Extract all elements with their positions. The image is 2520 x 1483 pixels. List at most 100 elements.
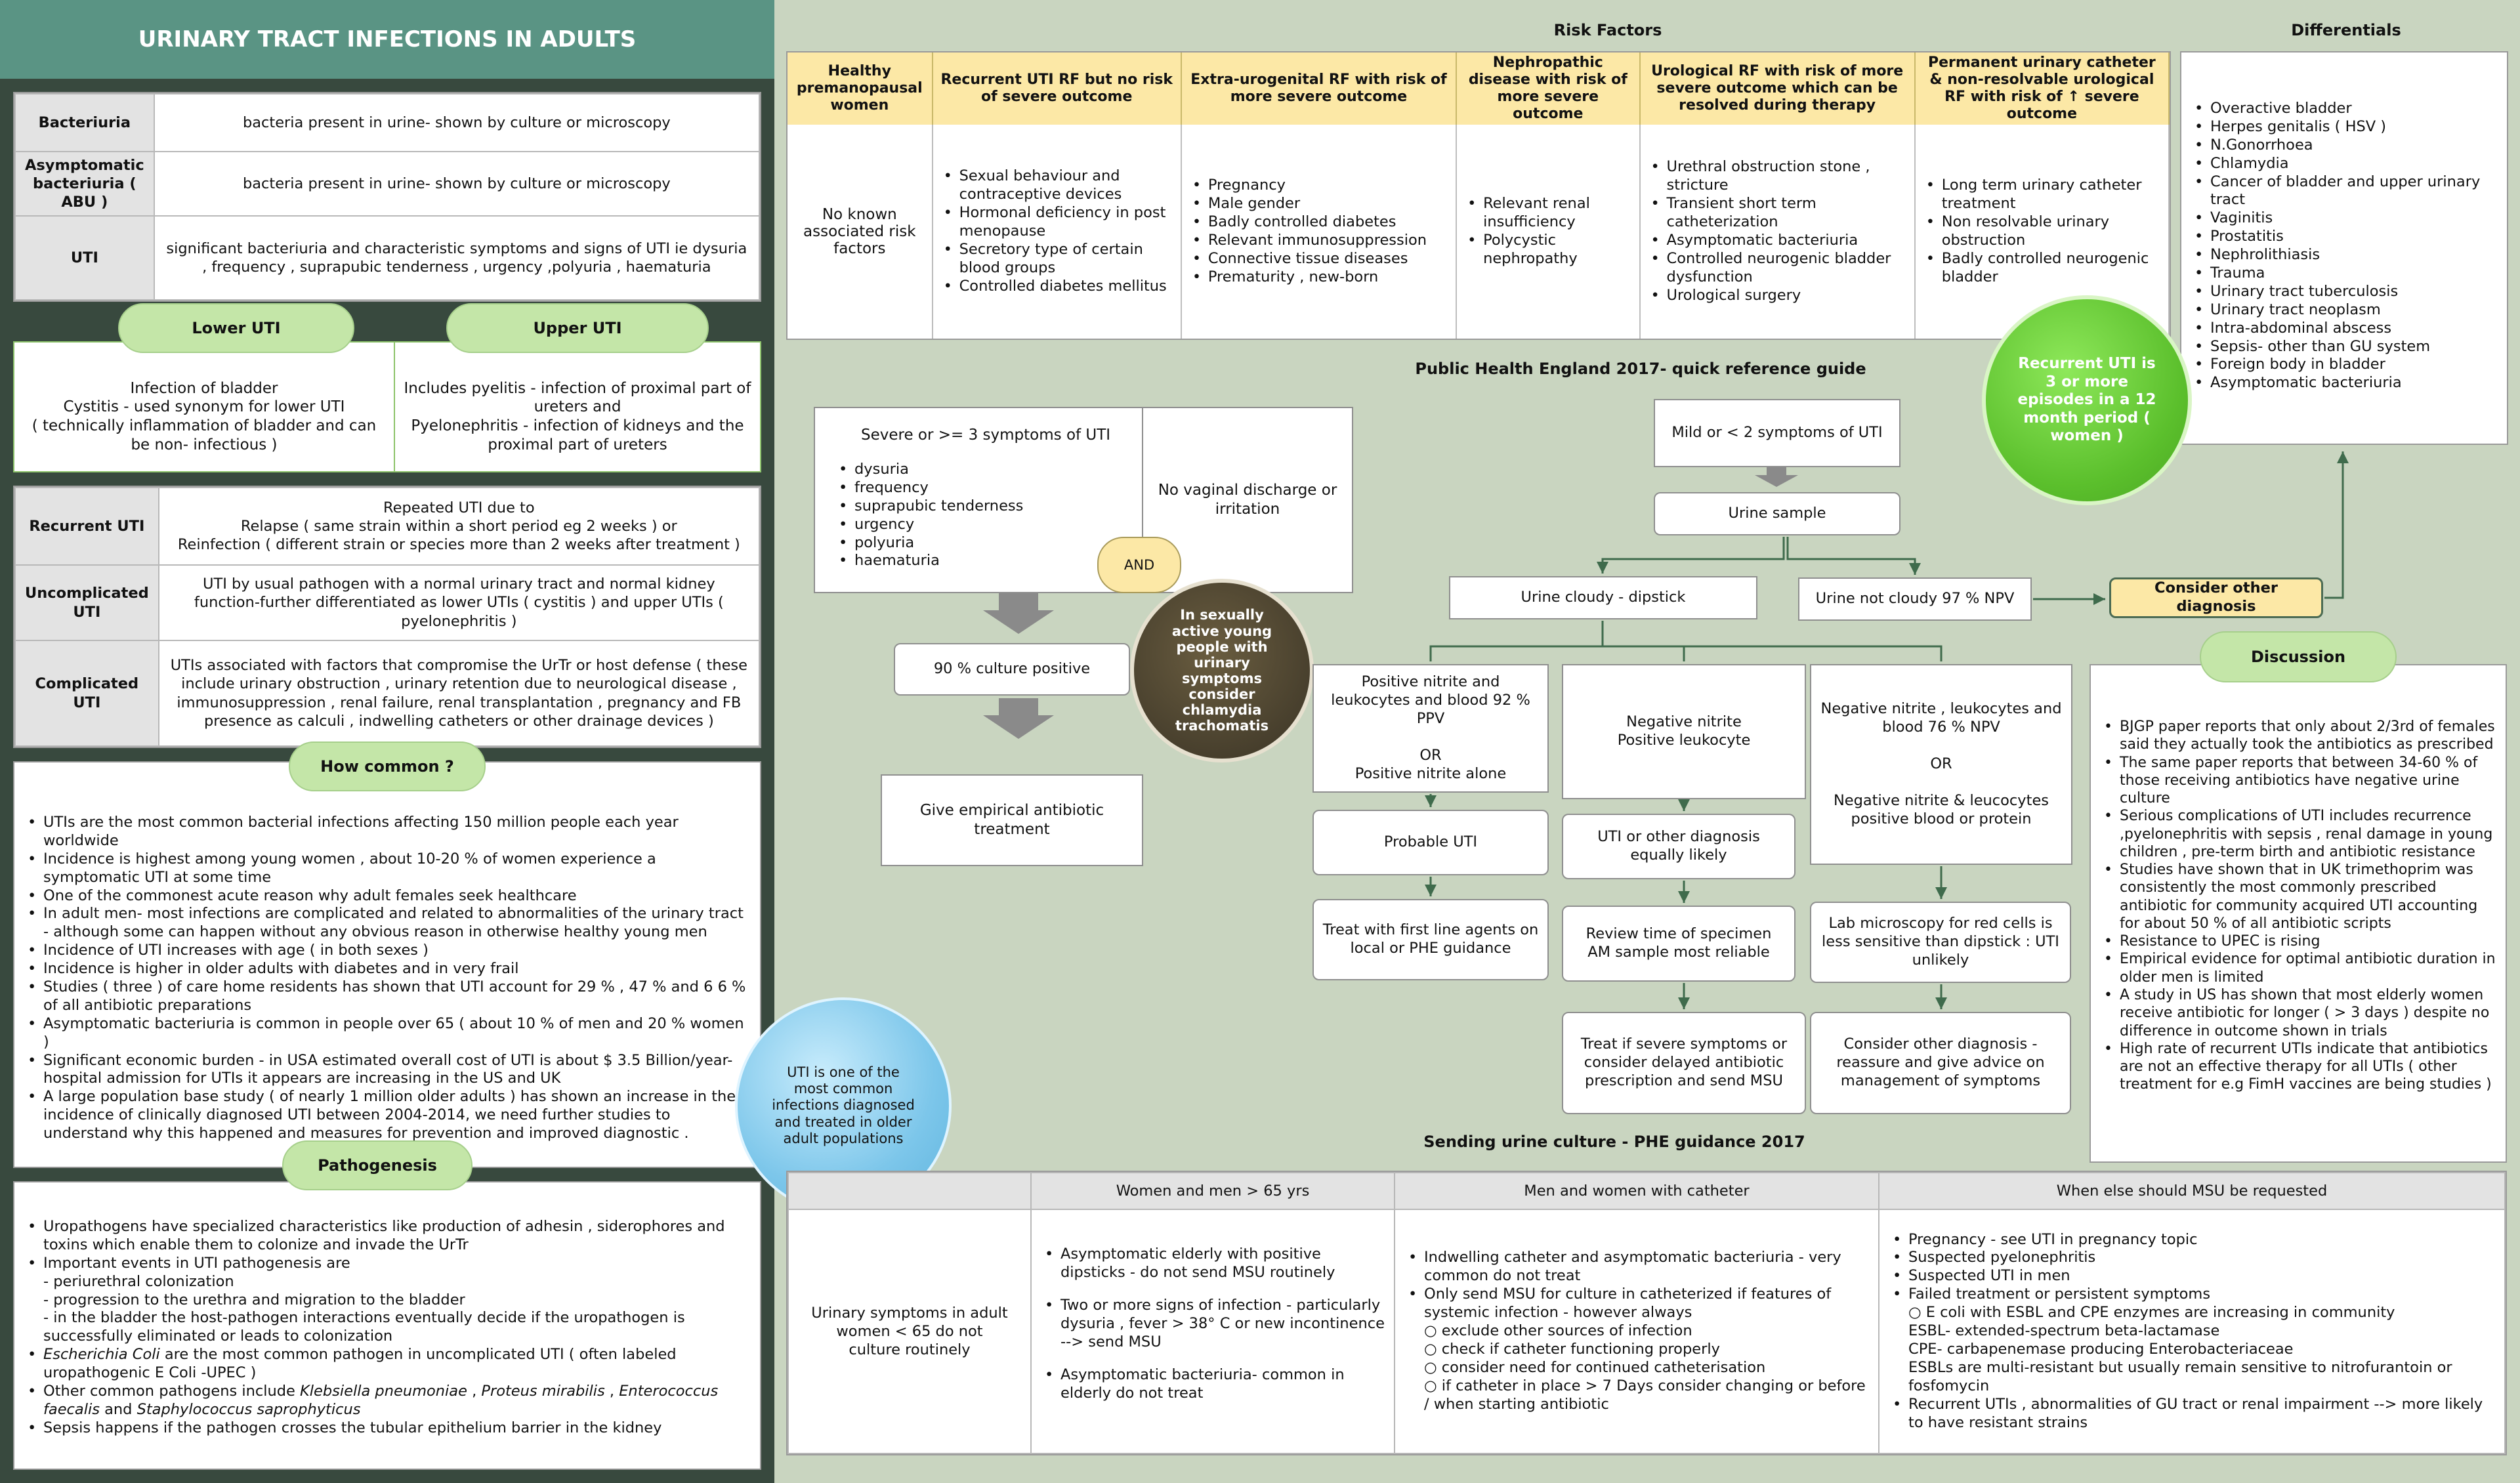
risk-factor-item: Pregnancy bbox=[1188, 177, 1427, 195]
sending-header: When else should MSU be requested bbox=[1878, 1172, 2506, 1210]
severe-symptom-item: suprapubic tenderness bbox=[835, 497, 1122, 516]
consider-reassure-box: Consider other diagnosis - reassure and … bbox=[1810, 1012, 2071, 1114]
sending-col2-list: Asymptomatic elderly with positive dipst… bbox=[1041, 1245, 1385, 1402]
urine-sample-box: Urine sample bbox=[1654, 492, 1900, 535]
col3-sub-item: ○ consider need for continued catheteris… bbox=[1424, 1358, 1766, 1376]
col4-sub-item: ESBL- extended-spectrum beta-lactamase bbox=[1908, 1322, 2220, 1340]
pathogenesis-text: Other common pathogens include bbox=[43, 1383, 301, 1400]
risk-factor-item: Prematurity , new-born bbox=[1188, 268, 1427, 287]
pathogenesis-item: Important events in UTI pathogenesis are… bbox=[24, 1255, 751, 1346]
col2-item: Asymptomatic bacteriuria- common in elde… bbox=[1041, 1366, 1385, 1403]
how-common-item: One of the commonest acute reason why ad… bbox=[24, 887, 751, 906]
risk-factor-item: Sexual behaviour and contraceptive devic… bbox=[940, 167, 1174, 204]
pathogenesis-list: Uropathogens have specialized characteri… bbox=[24, 1218, 751, 1438]
risk-factor-item: Relevant immunosuppression bbox=[1188, 232, 1427, 250]
probable-uti-box: Probable UTI bbox=[1312, 810, 1549, 875]
risk-factor-list: PregnancyMale genderBadly controlled dia… bbox=[1188, 177, 1427, 286]
risk-factor-cell: Sexual behaviour and contraceptive devic… bbox=[933, 125, 1182, 339]
def2-text: UTI by usual pathogen with a normal urin… bbox=[158, 564, 761, 641]
sending-col3: Indwelling catheter and asymptomatic bac… bbox=[1394, 1209, 1880, 1454]
severe-symptoms: Severe or >= 3 symptoms of UTI dysuriafr… bbox=[815, 408, 1143, 592]
sending-col3-list: Indwelling catheter and asymptomatic bac… bbox=[1404, 1249, 1869, 1322]
differential-item: Vaginitis bbox=[2191, 209, 2498, 228]
def-text: significant bacteriuria and characterist… bbox=[153, 215, 761, 301]
risk-factor-list: Long term urinary catheter treatmentNon … bbox=[1922, 177, 2162, 286]
green-info-circle: Recurrent UTI is 3 or more episodes in a… bbox=[1982, 295, 2192, 505]
def-text: bacteria present in urine- shown by cult… bbox=[153, 93, 761, 152]
discussion-item: Studies have shown that in UK trimethopr… bbox=[2100, 861, 2496, 932]
risk-factor-header: Extra-urogenital RF with risk of more se… bbox=[1181, 52, 1458, 125]
risk-factor-item: Non resolvable urinary obstruction bbox=[1922, 213, 2162, 250]
col3-sub-item: ○ if catheter in place > 7 Days consider… bbox=[1424, 1377, 1866, 1413]
col4-item: Pregnancy - see UTI in pregnancy topic bbox=[1889, 1231, 2495, 1249]
severe-symptom-item: dysuria bbox=[835, 461, 1122, 479]
differential-item: Chlamydia bbox=[2191, 155, 2498, 173]
differential-item: Asymptomatic bacteriuria bbox=[2191, 374, 2498, 392]
discussion-item: High rate of recurrent UTIs indicate tha… bbox=[2100, 1040, 2496, 1094]
pathogenesis-sub: - in the bladder the host-pathogen inter… bbox=[43, 1309, 685, 1345]
risk-factor-item: Urological surgery bbox=[1647, 287, 1908, 305]
risk-factor-header: Healthy premanopausal women bbox=[788, 52, 933, 125]
upper-uti-text: Includes pyelitis - infection of proxima… bbox=[404, 379, 751, 453]
pathogenesis-sub: - progression to the urethra and migrati… bbox=[43, 1291, 465, 1308]
urine-not-cloudy-box: Urine not cloudy 97 % NPV bbox=[1798, 577, 2032, 621]
species-name: Escherichia Coli bbox=[43, 1346, 160, 1364]
risk-factor-item: Badly controlled neurogenic bladder bbox=[1922, 250, 2162, 287]
discussion-box: BJGP paper reports that only about 2/3rd… bbox=[2090, 664, 2507, 1163]
col4-sub-item: ○ E coli with ESBL and CPE enzymes are i… bbox=[1908, 1304, 2395, 1322]
mild-box: Mild or < 2 symptoms of UTI bbox=[1654, 399, 1900, 467]
species-name: Proteus mirabilis bbox=[481, 1383, 605, 1400]
discussion-list: BJGP paper reports that only about 2/3rd… bbox=[2100, 718, 2496, 1094]
differentials-list: Overactive bladderHerpes genitalis ( HSV… bbox=[2191, 100, 2498, 392]
risk-factor-cell: PregnancyMale genderBadly controlled dia… bbox=[1182, 125, 1458, 339]
differential-item: Urinary tract tuberculosis bbox=[2191, 283, 2498, 301]
def-term: UTI bbox=[14, 215, 155, 301]
risk-factor-cell: No known associated risk factors bbox=[788, 125, 933, 339]
phe-title: Public Health England 2017- quick refere… bbox=[1415, 360, 1866, 378]
col4-item: Recurrent UTIs , abnormalities of GU tra… bbox=[1889, 1396, 2495, 1432]
differential-item: Urinary tract neoplasm bbox=[2191, 301, 2498, 320]
risk-factor-header: Permanent urinary catheter & non-resolva… bbox=[1915, 52, 2170, 125]
lower-upper-box: Infection of bladder Cystitis - used syn… bbox=[13, 341, 761, 472]
risk-factor-list: Sexual behaviour and contraceptive devic… bbox=[940, 167, 1174, 295]
pathogenesis-item: Uropathogens have specialized characteri… bbox=[24, 1218, 751, 1255]
pathogenesis-text: are the most common pathogen in uncompli… bbox=[43, 1346, 677, 1382]
treat-severe-box: Treat if severe symptoms or consider del… bbox=[1562, 1012, 1806, 1114]
lower-uti-pill: Lower UTI bbox=[118, 303, 354, 353]
def2-term: Uncomplicated UTI bbox=[14, 564, 159, 641]
col3-item: Indwelling catheter and asymptomatic bac… bbox=[1404, 1249, 1869, 1285]
def2-text: UTIs associated with factors that compro… bbox=[158, 640, 761, 747]
risk-factor-cell: Relevant renal insufficiencyPolycystic n… bbox=[1457, 125, 1641, 339]
risk-factor-item: Relevant renal insufficiency bbox=[1463, 195, 1632, 232]
differential-item: Cancer of bladder and upper urinary trac… bbox=[2191, 173, 2498, 210]
negative-nitrite-box: Negative nitrite Positive leukocyte bbox=[1562, 664, 1806, 799]
severe-title: Severe or >= 3 symptoms of UTI bbox=[861, 427, 1111, 444]
risk-factor-item: Controlled diabetes mellitus bbox=[940, 278, 1174, 296]
how-common-item: Incidence of UTI increases with age ( in… bbox=[24, 942, 751, 960]
sending-col4-last: Recurrent UTIs , abnormalities of GU tra… bbox=[1889, 1396, 2495, 1432]
equally-likely-box: UTI or other diagnosis equally likely bbox=[1562, 814, 1796, 879]
pathogenesis-box: Uropathogens have specialized characteri… bbox=[13, 1181, 761, 1470]
differential-item: Overactive bladder bbox=[2191, 100, 2498, 118]
page-title: URINARY TRACT INFECTIONS IN ADULTS bbox=[0, 0, 774, 79]
differential-item: Prostatitis bbox=[2191, 228, 2498, 246]
discussion-item: BJGP paper reports that only about 2/3rd… bbox=[2100, 718, 2496, 754]
species-name: Klebsiella pneumoniae bbox=[300, 1383, 467, 1400]
risk-factor-item: Badly controlled diabetes bbox=[1188, 213, 1427, 232]
risk-factor-list: Urethral obstruction stone , strictureTr… bbox=[1647, 158, 1908, 304]
sending-col3-sub: ○ exclude other sources of infection○ ch… bbox=[1404, 1322, 1869, 1413]
sending-header: Men and women with catheter bbox=[1394, 1172, 1880, 1210]
pathogenesis-item: Escherichia Coli are the most common pat… bbox=[24, 1346, 751, 1383]
col2-item: Asymptomatic elderly with positive dipst… bbox=[1041, 1245, 1385, 1282]
sending-col4-sub: ○ E coli with ESBL and CPE enzymes are i… bbox=[1889, 1304, 2495, 1395]
risk-factor-item: Male gender bbox=[1188, 195, 1427, 213]
species-name: Staphylococcus saprophyticus bbox=[136, 1400, 361, 1418]
down-arrow-icon bbox=[983, 593, 1054, 634]
risk-factor-item: Connective tissue diseases bbox=[1188, 250, 1427, 268]
discussion-pill: Discussion bbox=[2200, 631, 2397, 682]
risk-factor-item: Controlled neurogenic bladder dysfunctio… bbox=[1647, 250, 1908, 287]
consider-other-box: Consider other diagnosis bbox=[2109, 577, 2323, 618]
sending-table: Women and men > 65 yrs Men and women wit… bbox=[786, 1171, 2507, 1455]
how-common-item: Asymptomatic bacteriuria is common in pe… bbox=[24, 1015, 751, 1052]
